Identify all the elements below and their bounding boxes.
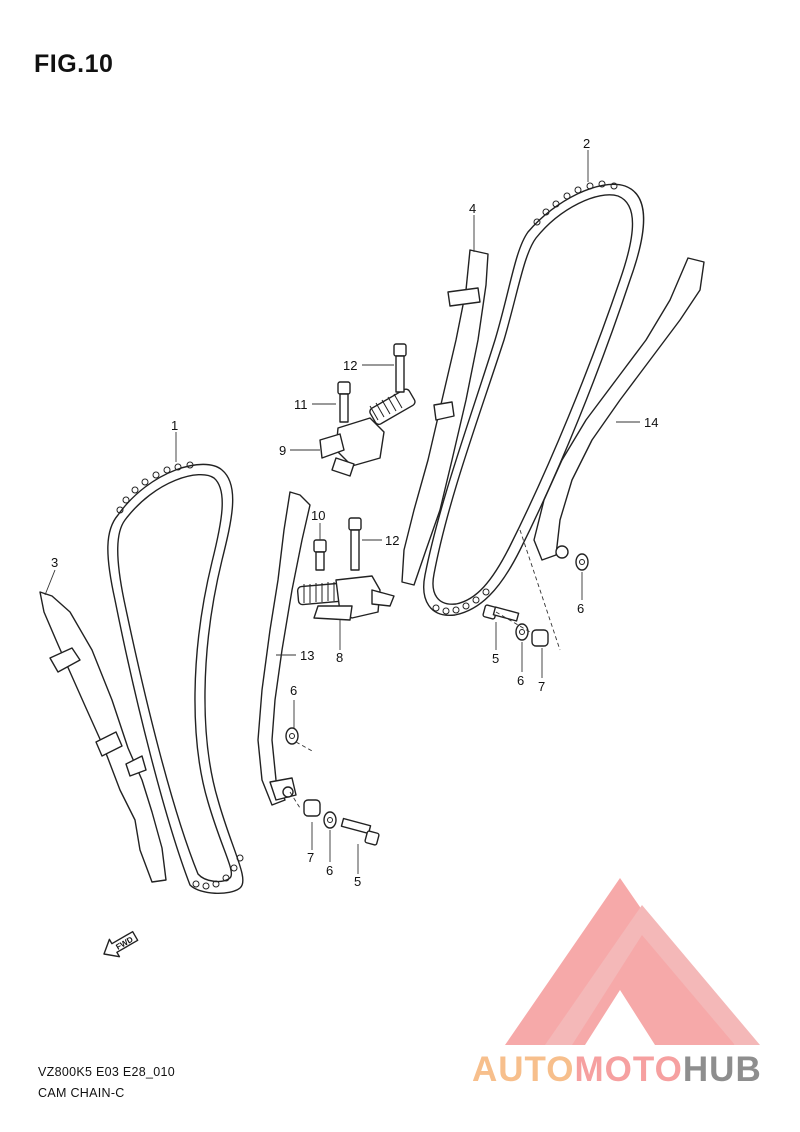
callout-10: 10 [311, 508, 325, 523]
watermark-auto: AUTO [472, 1050, 575, 1089]
figure-title: FIG.10 [34, 50, 114, 78]
cam-chain-part-1 [107, 461, 244, 894]
callout-13: 13 [300, 648, 314, 663]
callout-1: 1 [171, 418, 178, 433]
callout-14: 14 [644, 415, 658, 430]
chain-guide-part-13 [257, 491, 311, 806]
chain-links-bottom [192, 854, 244, 890]
callout-6-right-b: 6 [577, 601, 584, 616]
chain-links-top-right [533, 180, 618, 226]
chain-guide-part-14 [533, 257, 705, 561]
collar-part-7-left [303, 799, 321, 817]
callout-9: 9 [279, 443, 286, 458]
callout-4: 4 [469, 201, 476, 216]
chain-guide-part-3 [39, 591, 167, 883]
watermark-hub: HUB [682, 1050, 762, 1089]
callout-12-upper: 12 [343, 358, 357, 373]
cam-chain-part-2 [423, 180, 645, 616]
washer-part-6-right-b [575, 553, 589, 571]
bolt-part-10 [313, 539, 327, 571]
washer-part-6-left-a [285, 727, 299, 745]
callout-8: 8 [336, 650, 343, 665]
callout-7-left: 7 [307, 850, 314, 865]
callout-7-right: 7 [538, 679, 545, 694]
bolt-part-12-upper [393, 343, 407, 393]
watermark-wordmark: AUTOMOTOHUB [472, 1050, 762, 1090]
callout-3: 3 [51, 555, 58, 570]
callout-5-left: 5 [354, 874, 361, 889]
callout-6-left-b: 6 [326, 863, 333, 878]
callout-6-right-a: 6 [517, 673, 524, 688]
chain-guide-part-4 [401, 249, 489, 586]
tensioner-part-9 [319, 388, 416, 477]
callout-11: 11 [294, 397, 308, 412]
callout-5-right: 5 [492, 651, 499, 666]
watermark-moto: MOTO [574, 1050, 683, 1089]
bolt-part-5-right [482, 604, 520, 622]
washer-part-6-left-b [323, 811, 337, 829]
chain-links-bottom-right [432, 588, 490, 615]
watermark-logo-icon [505, 878, 760, 1045]
collar-part-7-right [531, 629, 549, 647]
bolt-part-5-left [340, 817, 380, 846]
chain-links-top [116, 461, 194, 514]
bolt-part-12-lower [348, 517, 362, 571]
bolt-part-11 [337, 381, 351, 423]
callout-12-lower: 12 [385, 533, 399, 548]
figure-code: VZ800K5 E03 E28_010 [38, 1065, 176, 1079]
figure-name: CAM CHAIN-C [38, 1086, 125, 1100]
callout-6-left-a: 6 [290, 683, 297, 698]
tensioner-part-8 [296, 575, 395, 621]
washer-part-6-right-a [515, 623, 529, 641]
callout-2: 2 [583, 136, 590, 151]
fwd-arrow-icon: FWD [103, 930, 139, 958]
